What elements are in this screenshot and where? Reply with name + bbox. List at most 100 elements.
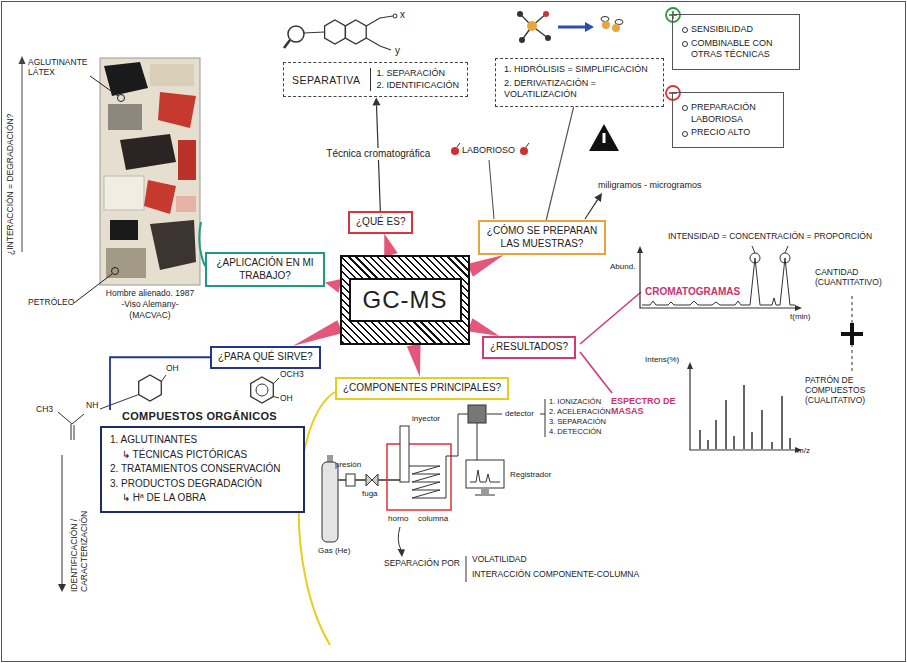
- gas-pipe: [446, 414, 468, 498]
- bond-line: [58, 412, 72, 424]
- connector: [468, 318, 500, 336]
- annotation-text: Abund.: [610, 262, 635, 271]
- magnifier-icon: [284, 40, 290, 48]
- annotation-text: inyector: [412, 414, 440, 423]
- annotation-text: t(min): [790, 312, 810, 321]
- branch-spike: [467, 255, 504, 277]
- annotation-text: OH: [166, 364, 179, 374]
- annotation-text: columna: [418, 514, 448, 523]
- atom-dot: [519, 37, 525, 43]
- signal-wire: [477, 423, 478, 460]
- painting: [110, 220, 138, 240]
- cons-box: PREPARACIÓN LABORIOSAPRECIO ALTO: [672, 92, 784, 148]
- painting: [176, 196, 196, 212]
- annotation-text: ¿INTERACCIÓN = DEGRADACIÓN?: [6, 55, 16, 255]
- annotation-text: -Viso Alemany-: [96, 300, 204, 310]
- plus-symbol: [850, 323, 854, 345]
- list-item: 3. PRODUCTOS DEGRADACIÓN: [110, 477, 295, 492]
- atom-dot: [543, 11, 549, 17]
- monitor-symbol: [470, 470, 500, 482]
- annotation-text: CANTIDAD (CUANTITATIVO): [815, 268, 903, 288]
- branch-spike: [407, 344, 421, 377]
- annotation-text: 1. IONIZACIÓN: [549, 398, 601, 407]
- list-item: ↳ TÉCNICAS PICTÓRICAS: [110, 448, 295, 463]
- connector: [546, 107, 573, 220]
- connector: [384, 234, 397, 258]
- process-arrow: [558, 26, 585, 29]
- leader-arrow: [594, 193, 602, 202]
- annotation-text: OCH3: [280, 370, 304, 380]
- molecule-ring: [139, 375, 162, 401]
- bracket-line: [540, 414, 545, 415]
- question-text: ¿COMPONENTES PRINCIPALES?: [343, 382, 501, 395]
- annotation-text: NH: [86, 401, 98, 411]
- wing-icon: [615, 20, 623, 25]
- painting: [106, 248, 146, 278]
- connector: [467, 255, 504, 277]
- monitor-symbol: [481, 488, 489, 494]
- annotation-text: LABORIOSO: [462, 145, 515, 155]
- wing-icon: [601, 17, 609, 22]
- painting: [144, 180, 176, 214]
- injector-symbol: [400, 426, 409, 482]
- bond-line: [71, 424, 72, 440]
- question-box: ¿APLICACIÓN EN MI TRABAJO?: [205, 252, 325, 287]
- valve-symbol: [366, 474, 378, 486]
- leader-line: [752, 246, 755, 253]
- question-box: ¿RESULTADOS?: [482, 336, 576, 359]
- edge-label: Técnica cromatográfica: [323, 148, 433, 160]
- painting: [100, 58, 200, 285]
- bond-line: [100, 395, 139, 410]
- pros-box: SENSIBILIDAD COMBINABLE CON OTRAS TÉCNICA…: [672, 14, 800, 70]
- annotation-text: Registrador: [510, 470, 551, 479]
- atom-dot: [612, 24, 620, 32]
- heading-text: COMPUESTOS ORGÁNICOS: [100, 410, 305, 422]
- bond-line: [304, 32, 325, 33]
- list-item: 1. HIDRÓLISIS = SIMPLIFICACIÓN: [504, 64, 655, 76]
- bracket-list: 1. SEPARACIÓN2. IDENTIFICACIÓN: [370, 68, 460, 91]
- leader-arrow: [398, 549, 406, 557]
- list-item: PRECIO ALTO: [681, 127, 775, 139]
- warning-icon: [603, 133, 606, 143]
- list-item: SENSIBILIDAD: [681, 24, 791, 36]
- connector-line: [110, 357, 210, 410]
- question-box: ¿PARA QUÉ SIRVE?: [210, 346, 321, 369]
- column-coil: [409, 466, 446, 498]
- painting: [150, 220, 196, 270]
- leader-line: [90, 76, 118, 96]
- plus-symbol: [666, 8, 680, 22]
- question-text: ¿QUÉ ES?: [356, 216, 405, 229]
- warning-icon: [589, 124, 619, 151]
- dashed-box: 1. HIDRÓLISIS = SIMPLIFICACIÓN 2. DERIVAT…: [495, 58, 664, 107]
- list-item: 2. DERIVATIZACIÓN = VOLATILIZACIÓN: [504, 78, 655, 101]
- oven-outline: [387, 444, 451, 510]
- annotation-text: fuga: [362, 489, 378, 498]
- painting: [178, 140, 196, 180]
- connector: [407, 344, 421, 377]
- annotation-text: AGLUTINANTE LÁTEX: [28, 58, 96, 78]
- bond-line: [273, 378, 279, 384]
- bond-line: [366, 16, 393, 26]
- chart-axis: [690, 368, 796, 450]
- side-arrow: [22, 63, 23, 252]
- molecule-ring: [256, 384, 268, 396]
- dashed-line: [852, 296, 853, 372]
- atom-dot: [527, 21, 537, 31]
- monitor-symbol: [475, 495, 495, 496]
- bracket-line: [545, 399, 546, 437]
- list-item: COMBINABLE CON OTRAS TÉCNICAS: [681, 38, 791, 61]
- annotation-text: ESPECTRO DE MASAS: [611, 396, 687, 417]
- molecule-ring: [325, 20, 346, 44]
- dashed-box: SEPARATIVA1. SEPARACIÓN2. IDENTIFICACIÓN: [283, 62, 468, 97]
- annotation-text: y: [395, 45, 400, 57]
- annotation-text: PETRÓLEO: [28, 298, 74, 308]
- annotation-text: Intens(%): [645, 355, 679, 364]
- chromatogram-trace: [642, 258, 795, 305]
- annotation-text: CROMATOGRAMAS: [645, 286, 740, 298]
- bracket-line: [466, 556, 467, 582]
- annotation-text: 4. DETECCIÓN: [549, 428, 602, 437]
- gas-cylinder: [322, 462, 338, 542]
- annotation-text: presión: [335, 460, 361, 469]
- annotation-text: Hombre alienado. 1987: [96, 289, 204, 299]
- annotation-text: 2. ACELERACIÓN: [549, 408, 611, 417]
